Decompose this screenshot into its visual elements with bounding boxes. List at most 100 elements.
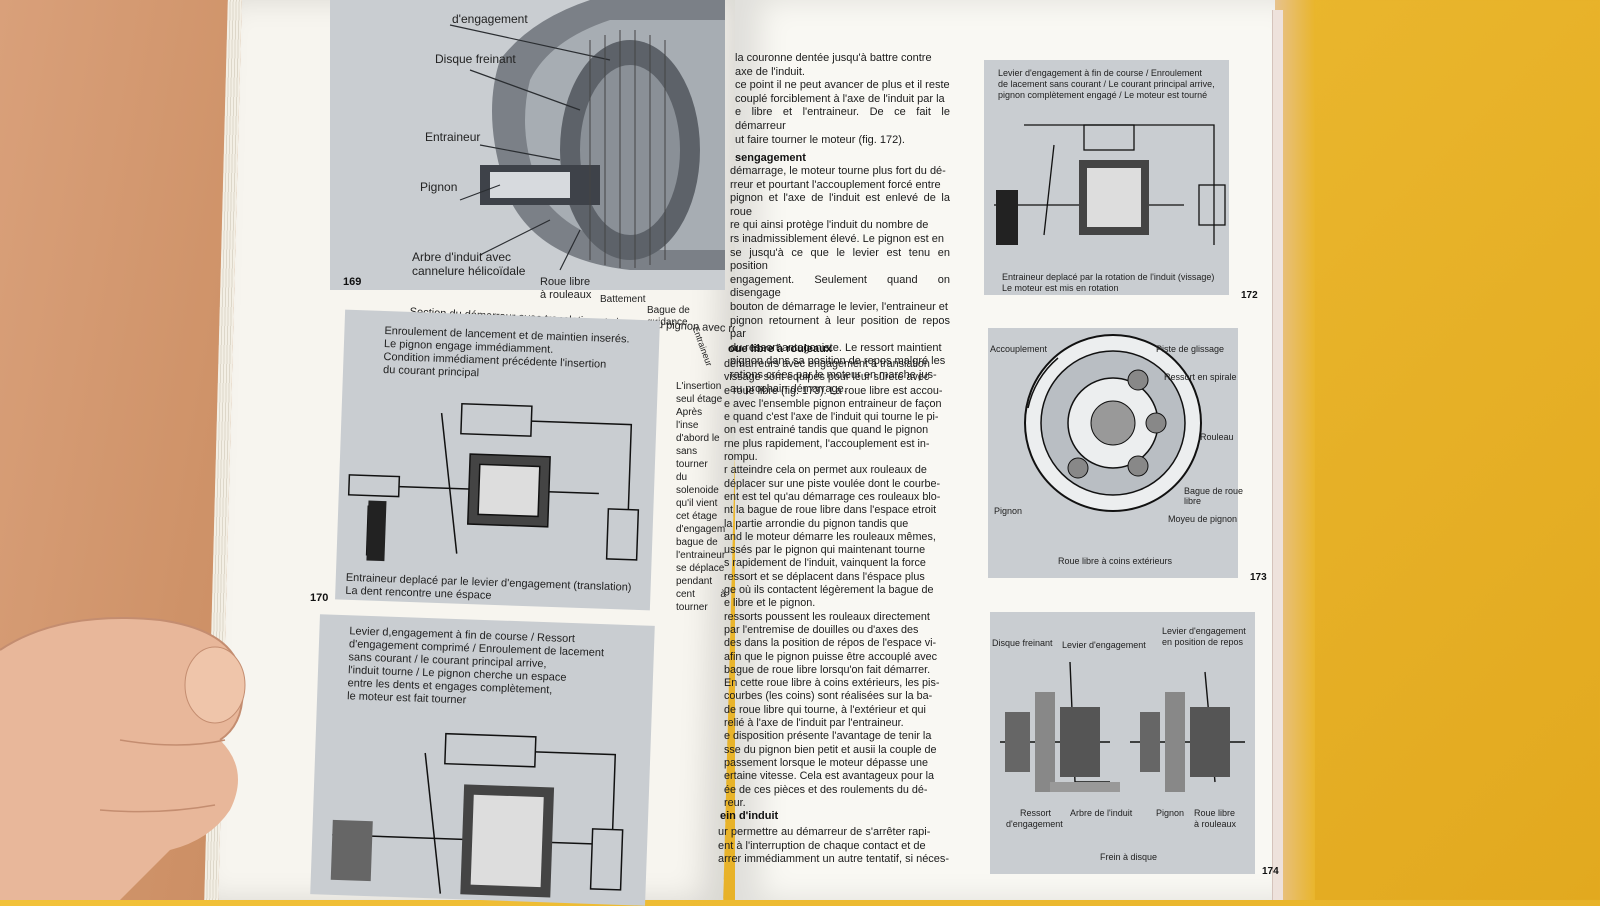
side-line: seul étage <box>676 394 723 405</box>
side-line: cent à tourner <box>676 589 726 613</box>
text-line: démarrage, le moteur tourne plus fort du… <box>730 165 946 177</box>
text-line: pignon et l'axe de l'induit est enlevé d… <box>730 192 950 218</box>
left-side-column: L'insertion seul étage Après l'inse d'ab… <box>676 380 726 614</box>
fig174-label-8: Pignon <box>1156 808 1185 818</box>
text-line: axe de l'induit. <box>735 65 805 78</box>
side-line: Après l'inse <box>676 407 703 431</box>
text-line: afin que le pignon puisse être accouplé … <box>724 650 938 663</box>
text-line: courbes (les coins) sont réalisées sur l… <box>724 690 933 703</box>
text-line: rompu. <box>724 451 758 464</box>
side-line: d'engagem <box>676 524 726 535</box>
fig174-label-1: Disque freinant <box>992 638 1053 648</box>
text-line: la partie arrondie du pignon tandis que <box>724 517 909 530</box>
fig174-caption: Frein à disque <box>1100 852 1158 862</box>
text-line: de roue libre qui tourne, à l'extérieur … <box>724 703 926 716</box>
text-line: ur permettre au démarreur de s'arrêter r… <box>718 826 931 838</box>
right-text-top: la couronne dentée jusqu'à battre contre… <box>735 52 950 147</box>
text-line: rs inadmissiblement élevé. Le pignon est… <box>730 232 945 245</box>
fig172-top-1: Levier d'engagement à fin de course / En… <box>998 68 1202 78</box>
text-line: e roue libre (fig. 173). La roue libre e… <box>724 384 943 397</box>
fig169-label-10: Bague de <box>647 305 690 316</box>
fig169-label-9: Battement <box>600 294 646 305</box>
fig173-number: 173 <box>1250 572 1267 583</box>
text-line: la couronne dentée jusqu'à battre contre <box>735 52 932 64</box>
fig170-top-4: du courant principal <box>382 363 480 380</box>
side-line: qu'il vient <box>676 498 718 509</box>
text-line: e avec l'ensemble pignon entraineur de f… <box>724 397 942 410</box>
fig169-label-3: Entraineur <box>425 130 481 144</box>
side-line: bague de <box>676 537 718 548</box>
figure-173: Accouplement Piste de glissage Ressort e… <box>988 328 1243 578</box>
text-line: passement lorsque le moteur dépasse une <box>724 756 929 769</box>
starter-cutaway-drawing <box>449 0 725 271</box>
text-line: reur. <box>724 796 746 809</box>
text-line: e disposition présente l'avantage de ten… <box>724 730 932 743</box>
text-line: démarreurs avec engagement à translation <box>724 358 930 370</box>
fig169-label-6: cannelure hélicoïdale <box>412 264 526 278</box>
text-line: rreur et pourtant l'accouplement forcé e… <box>730 178 941 191</box>
fig173-label-8: Moyeu de pignon <box>1168 514 1238 524</box>
figure-174: Disque freinant Levier d'engagement Levi… <box>990 612 1255 874</box>
side-line: pendant <box>676 576 713 587</box>
text-line: relié à l'axe de l'induit par l'entraine… <box>724 717 904 730</box>
text-line: par l'entremise de douilles ou d'axes de… <box>724 623 919 636</box>
text-line: bouton de démarrage le levier, l'entrain… <box>730 300 948 313</box>
fig174-label-2: Levier d'engagement <box>1062 640 1146 650</box>
text-line: on est entrainé tandis que quand le pign… <box>724 424 929 437</box>
side-line: se déplace <box>676 563 725 574</box>
text-line: ge où ils contactent légèrement la bague… <box>724 584 934 597</box>
text-line: ut faire tourner le moteur (fig. 172). <box>735 133 905 146</box>
fig172-bottom-1: Entraineur deplacé par la rotation de l'… <box>1002 272 1215 282</box>
text-line: ressorts poussent les rouleaux directeme… <box>724 610 930 623</box>
fig174-label-5: Ressort <box>1020 808 1052 818</box>
text-line: au prochain démarrage. <box>730 382 847 395</box>
text-line: ertaine vitesse. Cela est avantageux pou… <box>724 770 935 783</box>
side-line: du solenoide <box>676 472 719 496</box>
text-line: En cette roue libre à coins extérieurs, … <box>724 677 940 690</box>
fig169-label-2: Disque freinant <box>435 52 516 66</box>
text-line: e libre et l'entraineur. De ce fait le d… <box>735 106 950 132</box>
fig172-top-2: de lacement sans courant / Le courant pr… <box>998 79 1215 89</box>
fig173-freewheel-drawing <box>1024 334 1202 512</box>
fig174-number: 174 <box>1262 866 1279 877</box>
text-line: engagement. Seulement quand on disengage <box>730 273 950 300</box>
side-line: d'abord le <box>676 433 720 444</box>
fig173-label-1: Accouplement <box>990 344 1048 354</box>
text-line: ée de ces pièces et des roulements du dé… <box>724 783 928 796</box>
fig171-schematic <box>330 732 624 898</box>
fig172-bottom-2: Le moteur est mis en rotation <box>1002 283 1119 293</box>
text-line: e libre et le pignon. <box>724 597 816 610</box>
fig169-label-5: Arbre d'induit avec <box>412 250 512 264</box>
text-line: re qui ainsi protège l'induit du nombre … <box>730 219 929 232</box>
fig169-label-7: Roue libre <box>540 276 591 288</box>
text-line: déplacer sur une piste voulée dont le co… <box>724 477 941 490</box>
fig169-label-4: Pignon <box>420 180 458 194</box>
side-line: cet étage <box>676 511 718 522</box>
fig169-number: 169 <box>343 276 362 288</box>
heading-roue-libre: oue libre à rouleaux <box>728 343 832 355</box>
side-line: L'insertion <box>676 381 722 392</box>
text-line: and le moteur démarre les rouleaux mêmes… <box>724 530 936 543</box>
text-line: e quand c'est l'axe de l'induit qui tour… <box>724 411 939 424</box>
text-line: ent est tel qu'au démarrage ces rouleaux… <box>724 490 941 503</box>
text-line: rne plus rapidement, l'accouplement est … <box>724 437 930 450</box>
fig169-label-1: d'engagement <box>452 12 528 26</box>
fig174-label-4: en position de repos <box>1162 637 1244 647</box>
fig169-label-8: à rouleaux <box>540 289 592 301</box>
text-line: du ressort antagoniste. Le ressort maint… <box>730 341 942 354</box>
figure-172: Levier d'engagement à fin de course / En… <box>984 60 1229 295</box>
text-line: r atteindre cela on permet aux rouleaux … <box>724 464 927 477</box>
text-line: rations crées par le moteur en marche ju… <box>730 368 937 381</box>
fig173-label-2: Piste de glissage <box>1156 344 1225 354</box>
fig174-brake-drawing <box>1000 661 1245 792</box>
right-page-edge <box>1272 10 1283 900</box>
fig172-schematic <box>994 124 1226 245</box>
fig170-schematic <box>347 402 640 562</box>
fig174-label-6: d'engagement <box>1006 819 1063 829</box>
fig174-label-10: à rouleaux <box>1194 819 1237 829</box>
fig173-label-7: Pignon <box>994 506 1023 516</box>
fig173-caption: Roue libre à coins extérieurs <box>1058 556 1173 566</box>
text-line: bague de roue libre lorsqu'on fait démar… <box>724 663 931 676</box>
text-line: nt la bague de roue libre dans l'espace … <box>724 504 937 517</box>
